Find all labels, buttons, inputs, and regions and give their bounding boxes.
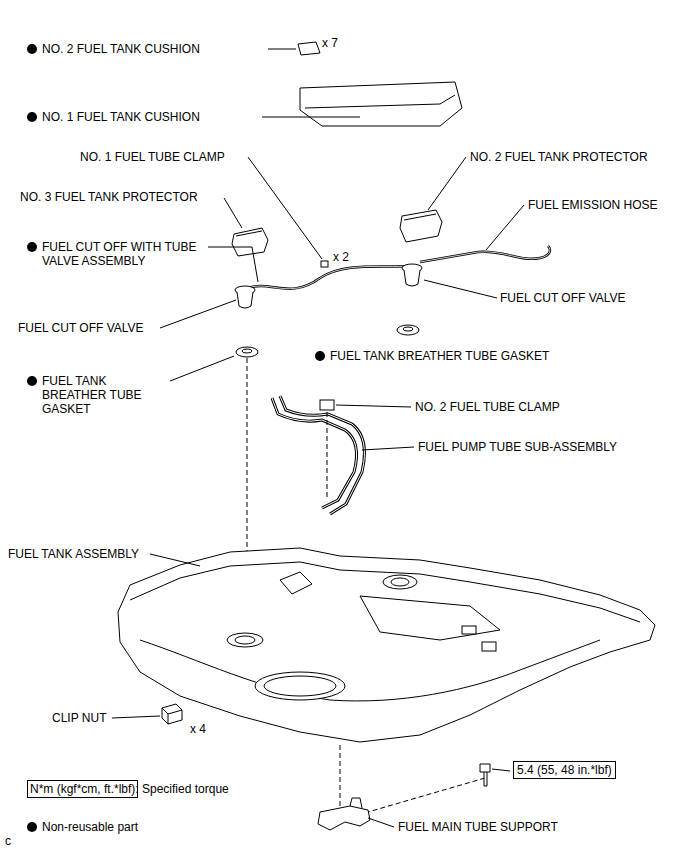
part-label: c xyxy=(5,834,11,848)
emission-hose xyxy=(420,246,550,262)
part-label: FUEL PUMP TUBE SUB-ASSEMBLY xyxy=(418,440,617,454)
vent-hole xyxy=(227,633,263,647)
vent-hole xyxy=(383,575,417,589)
bolt xyxy=(480,764,490,786)
tube-support xyxy=(318,806,370,830)
legend-text: N*m (kgf*cm, ft.*lbf): Specified torque xyxy=(30,782,229,796)
part-label: NO. 3 FUEL TANK PROTECTOR xyxy=(20,190,198,204)
gasket xyxy=(236,347,258,357)
part-label: CLIP NUT xyxy=(52,711,106,725)
part-label: FUEL TANK BREATHER TUBE GASKET xyxy=(330,349,549,363)
protector-2 xyxy=(400,210,442,242)
part-label: FUEL EMISSION HOSE xyxy=(528,198,658,212)
part-label: FUEL MAIN TUBE SUPPORT xyxy=(398,820,558,834)
quantity: x 2 xyxy=(333,250,349,264)
quantity: x 4 xyxy=(190,722,206,736)
part-label: FUEL CUT OFF VALVE xyxy=(18,321,144,335)
part-label: NO. 2 FUEL TANK CUSHION xyxy=(42,42,200,56)
part-label: FUEL CUT OFF VALVE xyxy=(500,291,626,305)
part-label: FUEL TANK ASSEMBLY xyxy=(8,547,139,561)
part-label: FUEL CUT OFF WITH TUBE VALVE ASSEMBLY xyxy=(42,240,202,268)
part-label: NO. 1 FUEL TANK CUSHION xyxy=(42,110,200,124)
fuel-tank xyxy=(118,548,655,742)
tank-nipple xyxy=(462,626,476,634)
tank-nipple xyxy=(482,642,496,651)
quantity: x 7 xyxy=(322,36,338,50)
tube-clamp-2 xyxy=(320,400,334,410)
torque-value: 5.4 (55, 48 in.*lbf) xyxy=(513,761,616,779)
cushion-2 xyxy=(298,42,320,55)
part-label: NO. 1 FUEL TUBE CLAMP xyxy=(80,150,225,164)
tube-clamp xyxy=(321,261,328,267)
cushion-1 xyxy=(300,82,462,126)
part-label: NO. 2 FUEL TANK PROTECTOR xyxy=(470,150,648,164)
pump-opening xyxy=(255,672,345,700)
part-label: FUEL TANK BREATHER TUBE GASKET xyxy=(42,374,167,416)
protector-3 xyxy=(232,228,268,256)
gasket xyxy=(397,325,419,335)
part-label: NO. 2 FUEL TUBE CLAMP xyxy=(415,400,560,414)
legend-text: Non-reusable part xyxy=(42,820,138,834)
valve-tube xyxy=(248,266,410,289)
clip-nut xyxy=(162,704,182,724)
leader-lines xyxy=(112,49,524,827)
